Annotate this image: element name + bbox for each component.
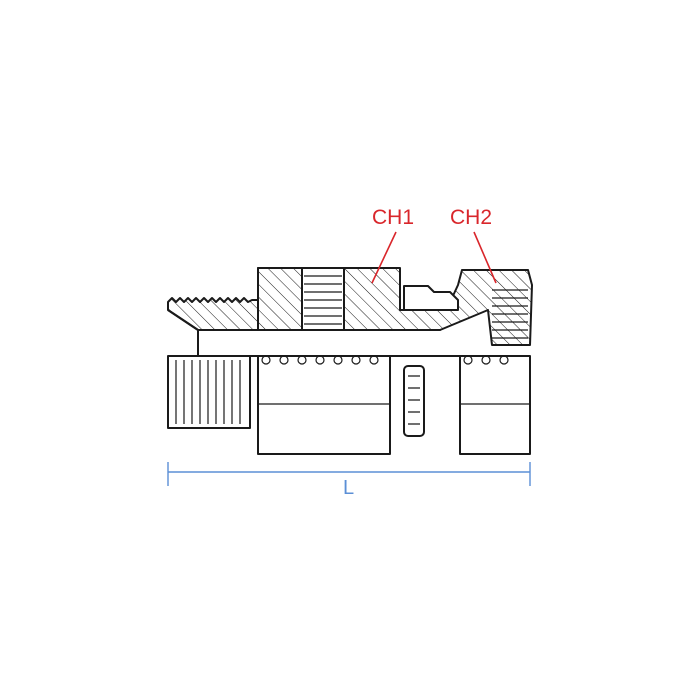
collar xyxy=(403,365,425,437)
chamfer xyxy=(167,309,199,356)
male-thread-crests xyxy=(175,360,241,424)
swivel-thread xyxy=(492,289,528,339)
nut-section xyxy=(403,285,459,311)
dim-label: L xyxy=(343,477,354,499)
male-thread-exterior xyxy=(167,355,251,429)
callout-ch2: CH2 xyxy=(450,206,497,284)
cross-bore xyxy=(301,267,345,331)
section-view xyxy=(167,267,533,357)
collar-ribs xyxy=(408,375,420,425)
body-hex xyxy=(257,355,391,455)
callout-ch1: CH1 xyxy=(371,206,414,284)
ch2-leader xyxy=(473,231,497,284)
external-view xyxy=(167,355,531,455)
ch2-label: CH2 xyxy=(450,206,492,229)
ch1-leader xyxy=(371,231,397,284)
bead-row xyxy=(261,355,509,365)
ch1-label: CH1 xyxy=(372,206,414,229)
cross-bore-thread xyxy=(304,275,342,325)
body-section xyxy=(257,267,533,346)
swivel-nut-hex xyxy=(459,355,531,455)
dimension-l: L xyxy=(167,462,531,499)
